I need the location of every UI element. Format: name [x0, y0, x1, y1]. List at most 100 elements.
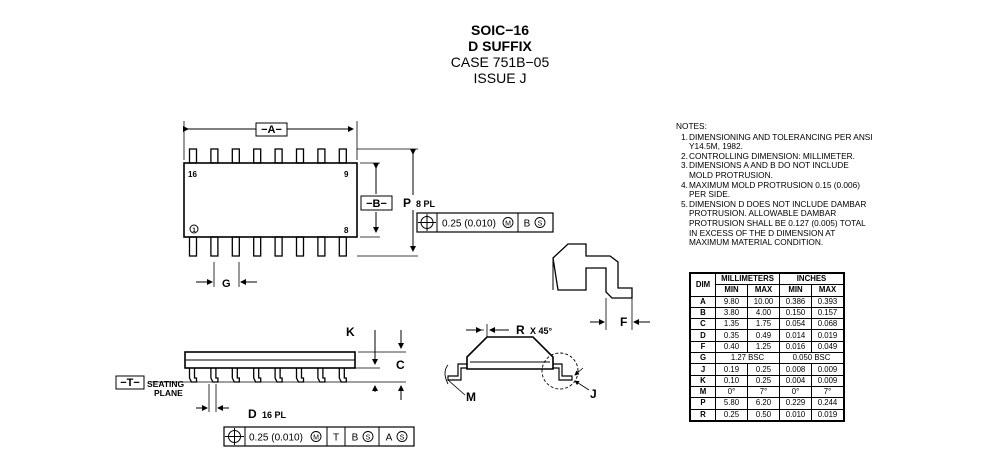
note-line: Y14.5M, 1982. — [689, 141, 743, 152]
header-in-max: MAX — [811, 284, 845, 297]
table-cell: 0.016 — [779, 340, 812, 354]
table-cell: 3.80 — [715, 306, 748, 320]
table-cell: 0.40 — [715, 340, 748, 354]
note-line: CONTROLLING DIMENSION: MILLIMETER. — [689, 150, 855, 161]
table-cell: 0.229 — [779, 397, 812, 410]
table-cell: 0.004 — [779, 374, 812, 387]
lead-side-5 — [274, 368, 283, 383]
table-cell: 0.25 — [747, 374, 780, 387]
table-cell: 0.393 — [811, 295, 845, 308]
dim-r-label: R — [516, 323, 525, 337]
lead-side-8 — [338, 368, 347, 383]
header-mm-min: MIN — [715, 284, 748, 297]
dim-cell: B — [689, 306, 716, 320]
table-cell: 0.009 — [811, 374, 845, 387]
lead-side-6 — [295, 368, 305, 383]
lead-side-3 — [231, 368, 240, 383]
note-line: DIMENSION D DOES NOT INCLUDE DAMBAR — [689, 198, 867, 209]
table-cell: 0.386 — [779, 295, 812, 308]
side-fcf-value: 0.25 (0.010) — [249, 433, 303, 444]
side-fcf-modifier: M — [313, 435, 319, 442]
dim-g-label: G — [222, 278, 231, 290]
lead-bottom-5 — [274, 236, 283, 257]
issue-label: ISSUE J — [473, 70, 527, 86]
note-number: 5. — [681, 198, 688, 209]
header-mm-max: MAX — [747, 284, 780, 297]
table-cell: 4.00 — [747, 306, 780, 320]
table-cell: 0.10 — [715, 374, 748, 387]
pin16-label: 16 — [188, 170, 197, 179]
end-lead-left — [447, 363, 467, 381]
dim-d-label: D — [248, 407, 257, 421]
dim-cell: G — [689, 352, 716, 365]
table-cell: 5.80 — [715, 397, 748, 410]
notes-heading: NOTES: — [676, 121, 707, 131]
lead-side-2 — [210, 368, 219, 383]
datum-b-label: −B− — [366, 198, 387, 210]
lead-top-11 — [295, 148, 305, 164]
side-fcf-d3-mod: S — [400, 435, 405, 442]
table-cell: 0° — [779, 385, 812, 399]
dim-cell: M — [689, 385, 716, 399]
table-cell: 0.008 — [779, 363, 812, 376]
dim-cell: F — [689, 340, 716, 354]
package-name: SOIC−16 — [471, 22, 529, 38]
note-line: PER SIDE. — [689, 189, 731, 200]
pin1-label: 1 — [192, 228, 196, 234]
note-line: DIMENSIONS A AND B DO NOT INCLUDE — [689, 160, 849, 171]
note-line: MOLD PROTRUSION. — [689, 169, 773, 180]
dim-k-label: K — [346, 325, 355, 339]
datum-t-label: −T− — [120, 377, 140, 389]
d-count-label: 16 PL — [262, 410, 287, 420]
top-leads-upper-row — [188, 148, 347, 164]
table-cell: 0.244 — [811, 397, 845, 410]
table-cell: 0° — [715, 385, 748, 399]
table-cell: 0.050 BSC — [779, 352, 845, 365]
table-cell: 0.019 — [811, 408, 845, 422]
end-lead-right — [553, 363, 573, 381]
table-cell: 0.014 — [779, 329, 812, 342]
side-feature-control-frame — [223, 426, 415, 447]
table-cell: 0.054 — [779, 318, 812, 331]
lead-detail-enlarged — [552, 243, 633, 299]
dim-cell: C — [689, 318, 716, 331]
dimension-table: DIM MILLIMETERS INCHES MIN MAX MIN MAX A… — [689, 272, 845, 422]
dim-cell: P — [689, 397, 716, 410]
side-view — [115, 330, 415, 447]
table-cell: 1.25 — [747, 340, 780, 354]
header-inches: INCHES — [779, 272, 845, 286]
table-header-row: DIM MILLIMETERS INCHES — [689, 272, 845, 297]
dim-f-label: F — [620, 315, 627, 329]
dim-m-label: M — [466, 390, 476, 404]
top-view — [183, 121, 554, 287]
table-cell: 0.068 — [811, 318, 845, 331]
top-fcf-modifier: M — [505, 221, 511, 228]
lead-bottom-2 — [210, 236, 219, 257]
note-item: 5.DIMENSION D DOES NOT INCLUDE DAMBAR PRO… — [676, 198, 891, 248]
lead-top-14 — [231, 148, 240, 164]
rfs-modifier-icon-b — [362, 431, 374, 442]
note-number: 3. — [681, 160, 688, 171]
rfs-modifier-icon — [534, 217, 546, 228]
note-line: PROTRUSION SHALL BE 0.127 (0.005) TOTAL — [689, 217, 866, 228]
table-cell: 0.157 — [811, 306, 845, 320]
pin1-marker — [189, 224, 199, 234]
datum-a-frame — [255, 122, 288, 137]
note-number: 2. — [681, 150, 688, 161]
dim-cell: K — [689, 374, 716, 387]
table-cell: 0.25 — [715, 408, 748, 422]
lead-top-16 — [188, 148, 198, 164]
dim-cell: J — [689, 363, 716, 376]
lead-side-1 — [188, 368, 198, 383]
lead-bottom-3 — [231, 236, 240, 257]
mmc-modifier-icon-2 — [310, 431, 322, 442]
header-millimeters: MILLIMETERS — [715, 272, 780, 286]
